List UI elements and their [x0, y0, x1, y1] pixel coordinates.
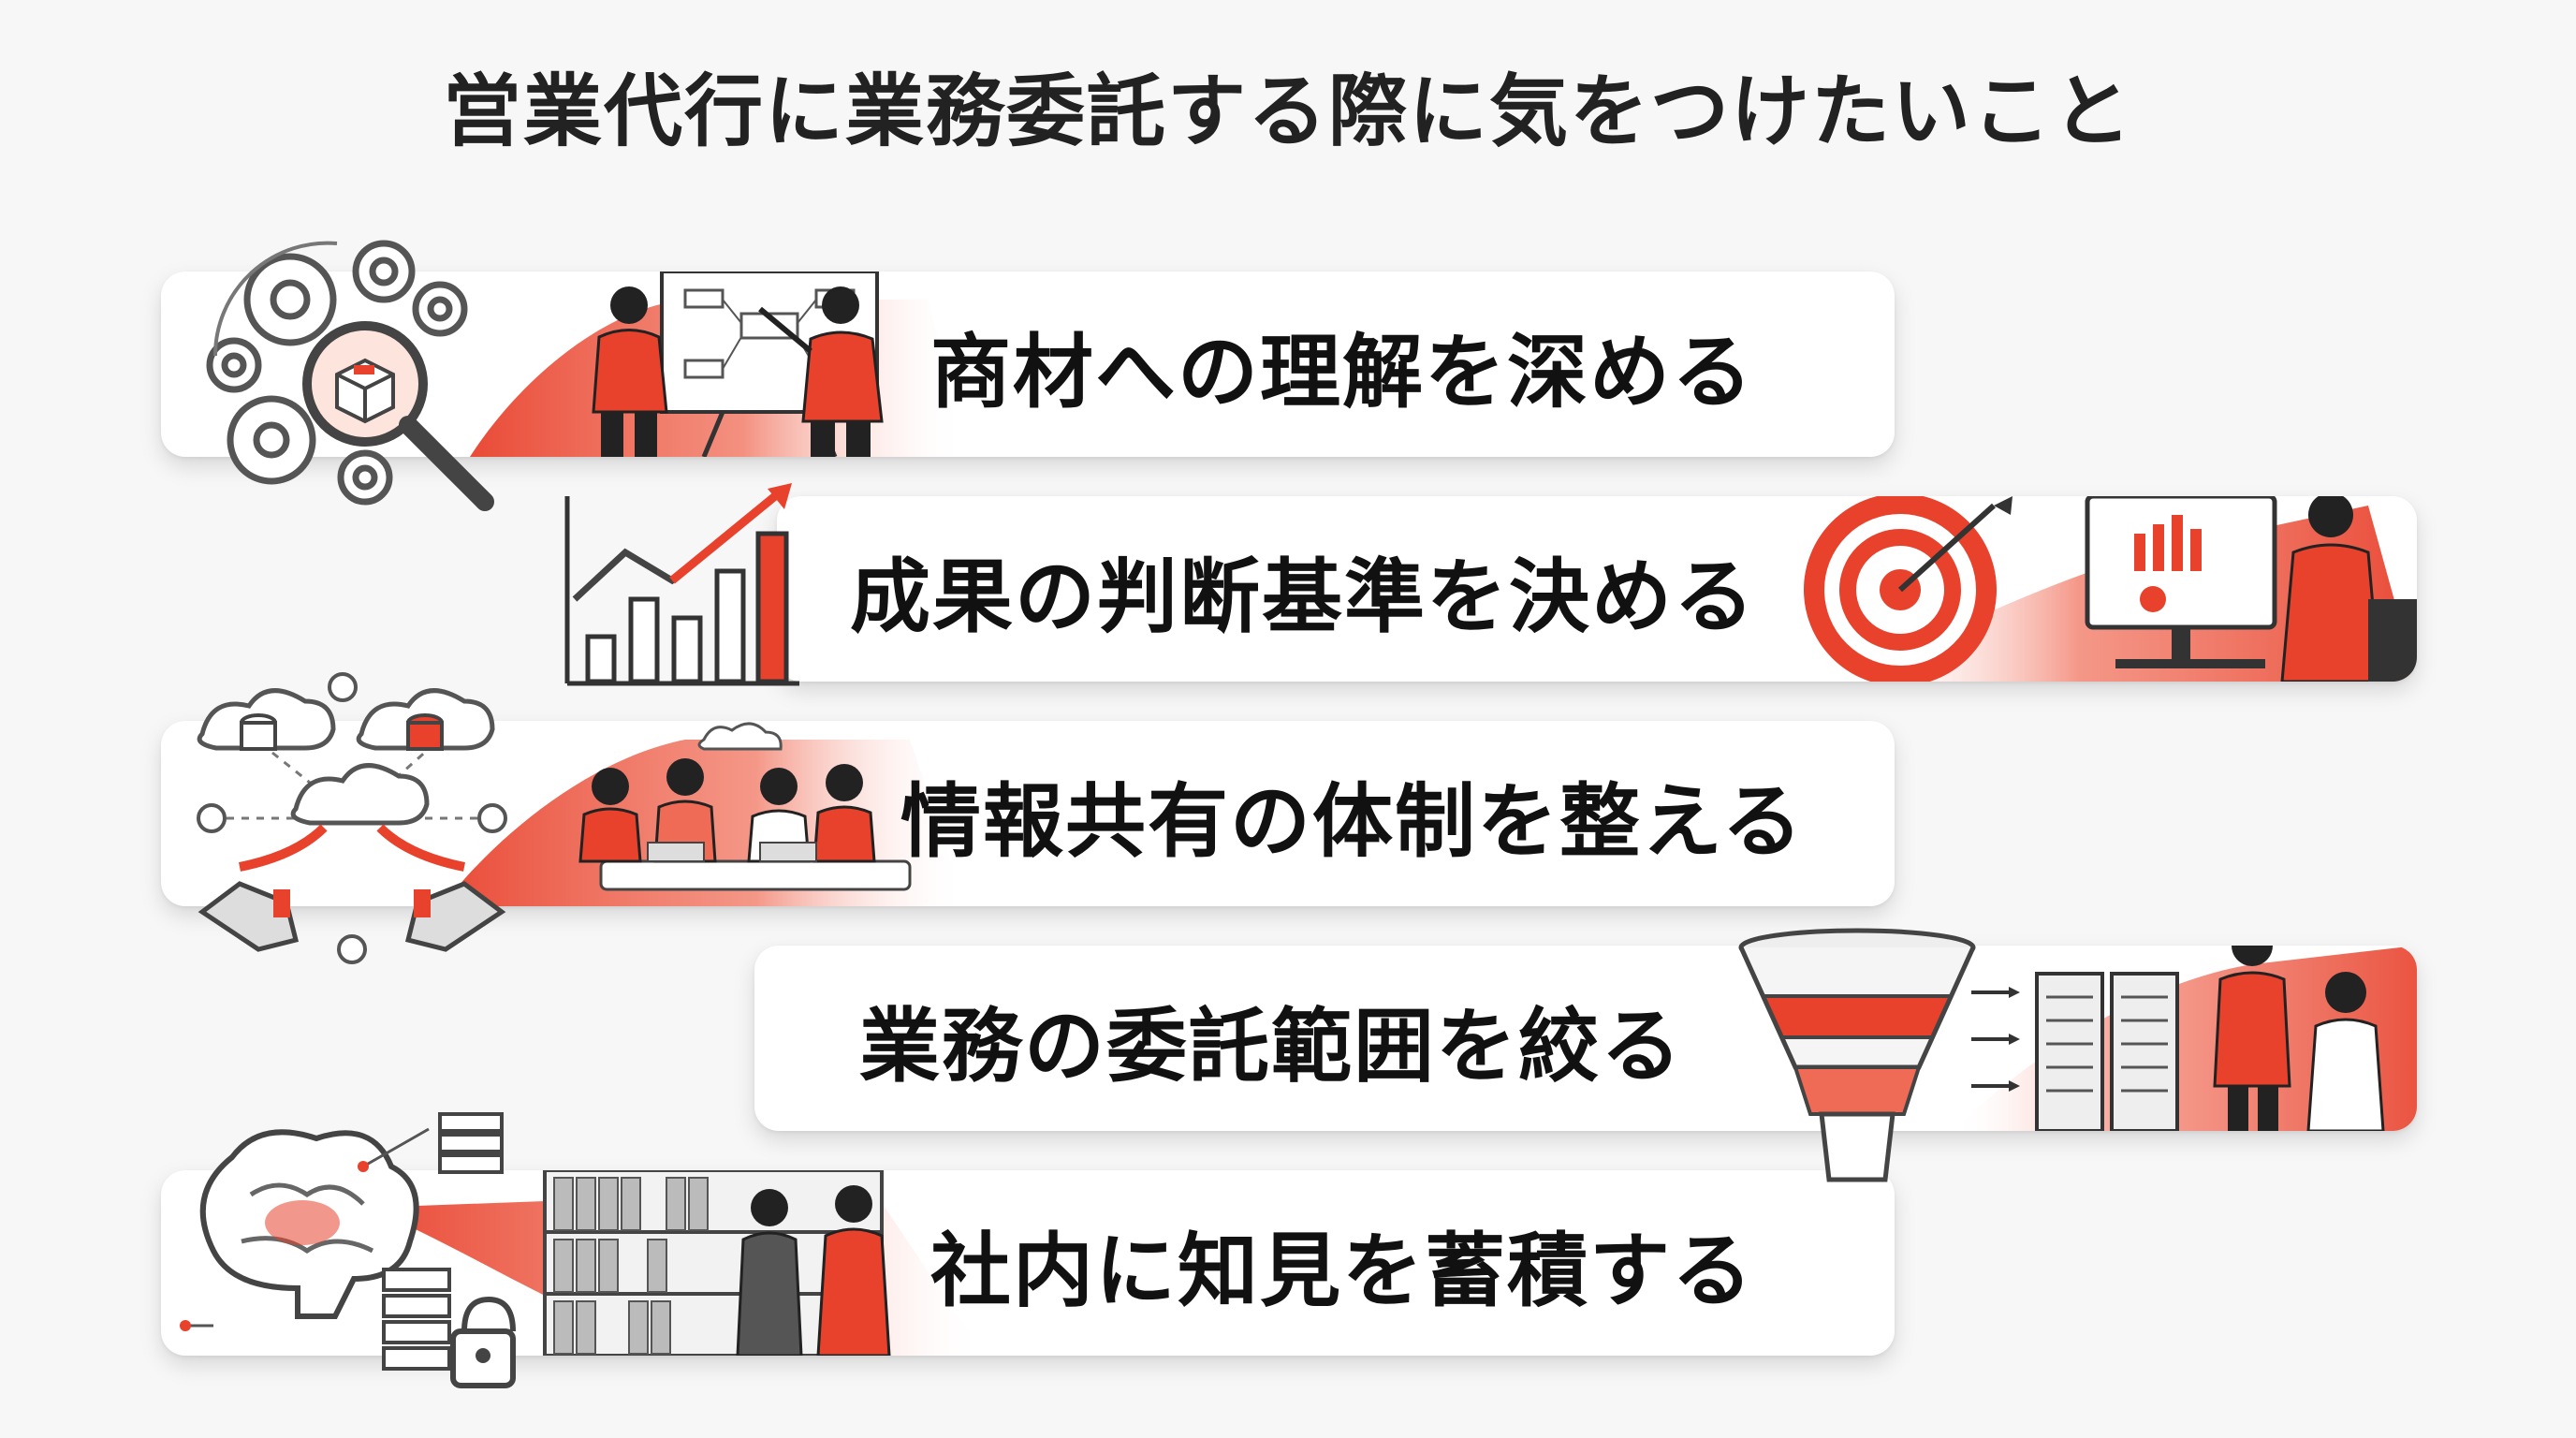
team-meeting-illustration — [442, 722, 966, 906]
brain-database-lock-icon — [180, 1112, 516, 1388]
card-item-2: 成果の判断基準を決める — [777, 496, 2417, 682]
card-label: 成果の判断基準を決める — [850, 550, 1756, 644]
card-item-5: 社内に知見を蓄積する — [161, 1170, 1895, 1356]
card-label: 商材への理解を深める — [930, 325, 1754, 419]
gears-magnifier-product-icon — [206, 240, 494, 511]
card-label: 業務の委託範囲を絞る — [859, 999, 1683, 1093]
target-and-analytics-monitor-illustration — [1804, 496, 2417, 682]
whiteboard-presentation-illustration — [470, 271, 966, 457]
cloud-database-handshake-icon — [197, 672, 507, 964]
archive-shelves-illustration — [367, 1170, 985, 1356]
page-title: 営業代行に業務委託する際に気をつけたいこと — [442, 66, 2133, 157]
card-item-1: 商材への理解を深める — [161, 271, 1895, 457]
card-label: 情報共有の体制を整える — [900, 774, 1805, 869]
card-item-3: 情報共有の体制を整える — [161, 721, 1895, 906]
growth-bar-chart-icon — [564, 483, 799, 686]
card-label: 社内に知見を蓄積する — [930, 1224, 1754, 1318]
card-item-4: 業務の委託範囲を絞る — [754, 946, 2417, 1131]
server-rack-presentation-illustration — [1953, 946, 2417, 1131]
funnel-icon — [1738, 928, 1976, 1182]
